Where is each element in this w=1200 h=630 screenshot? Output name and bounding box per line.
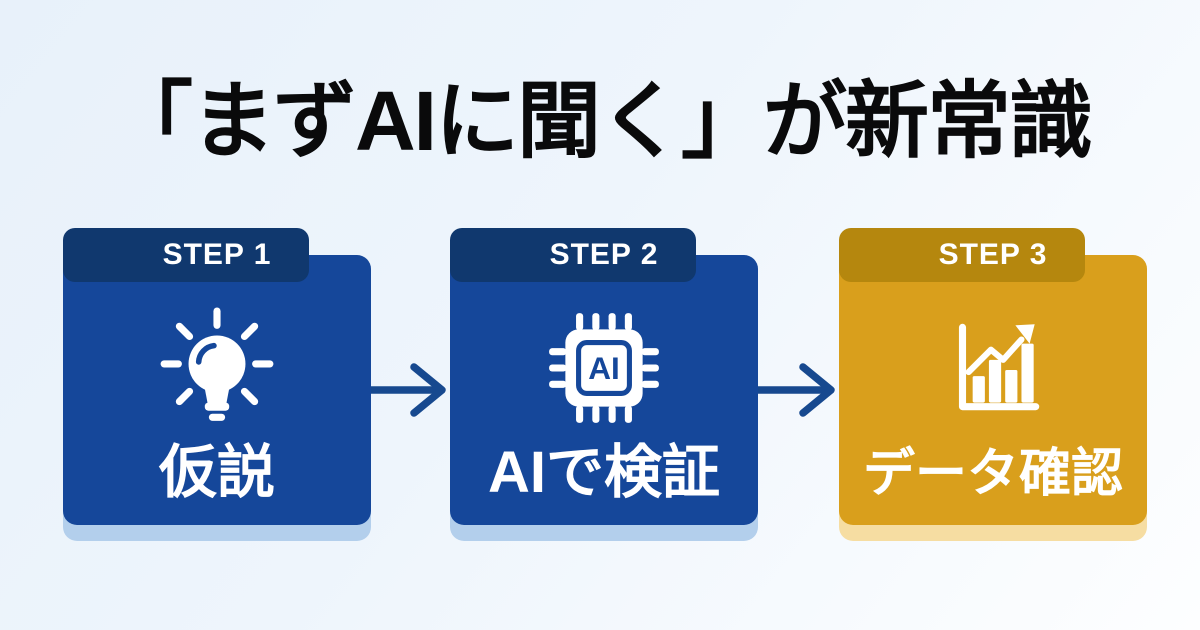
step-3-badge-label: STEP 3 bbox=[938, 238, 1048, 271]
step-2-label: AIで検証 bbox=[487, 440, 720, 505]
page-title: 「まずAIに聞く」が新常識 bbox=[108, 74, 1093, 168]
arrow-icon bbox=[753, 358, 839, 422]
chip-ai-text: AI bbox=[588, 350, 620, 386]
step-card-2: STEP 2 bbox=[450, 228, 758, 543]
step-2-badge-label: STEP 2 bbox=[549, 238, 659, 271]
step-card-1: STEP 1 bbox=[63, 228, 371, 543]
step-1-badge bbox=[63, 228, 309, 282]
bar-chart-icon bbox=[839, 303, 1147, 433]
step-card-3: STEP 3 データ確認 bbox=[839, 228, 1147, 543]
step-3-card-body: データ確認 bbox=[839, 255, 1147, 525]
step-1-card-body: 仮説 bbox=[63, 255, 371, 525]
ai-chip-icon: AI bbox=[450, 303, 758, 433]
arrow-icon bbox=[364, 358, 450, 422]
step-3-label: データ確認 bbox=[862, 445, 1123, 503]
step-2-badge bbox=[450, 228, 696, 282]
step-3-badge bbox=[839, 228, 1085, 282]
step-2-card-body: AI AIで検証 bbox=[450, 255, 758, 525]
step-1-badge-label: STEP 1 bbox=[162, 238, 272, 271]
lightbulb-icon bbox=[63, 303, 371, 433]
step-1-label: 仮説 bbox=[158, 440, 275, 505]
